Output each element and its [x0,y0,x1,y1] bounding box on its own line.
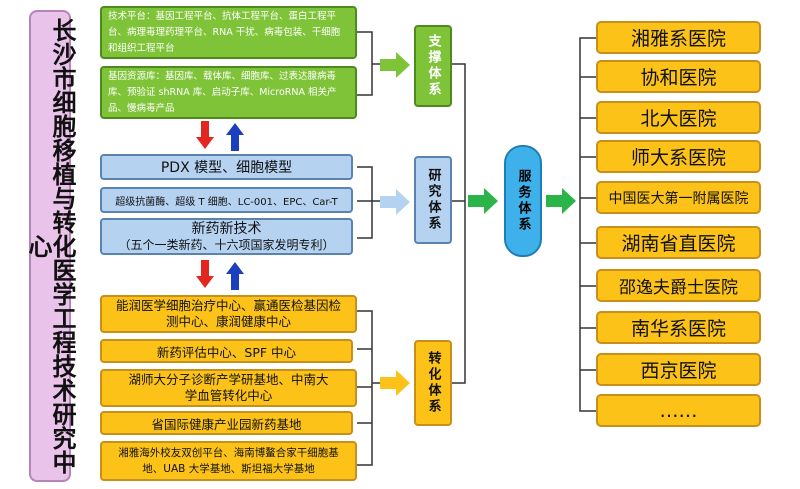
translation-system-label: 转化体系 [425,351,441,415]
hospital-item: 北大医院 [596,101,761,134]
red-down-arrow [196,121,214,149]
hospital-item: 湖南省直医院 [596,226,761,259]
service-system-label: 服务体系 [515,169,531,233]
center-title-box: 长沙市细胞移植与转化医学工程技术研究中心 [24,10,76,482]
research-model-text: PDX 模型、细胞模型 [160,160,293,176]
center-title: 长沙市细胞移植与转化医学工程技术研究中心 [24,18,76,474]
hospital-label: 协和医院 [640,67,717,89]
research-new-drug-note: （五个一类新药、十六项国家发明专利） [118,237,335,252]
support-system-label: 支撑体系 [425,34,441,98]
hospital-label: 南华系医院 [630,318,726,340]
research-product-text: 超级抗菌酶、超级 T 细胞、LC-001、EPC、Car-T [115,196,338,208]
research-new-drug-box: 新药新技术 （五个一类新药、十六项国家发明专利） [100,218,353,255]
translation-base-box: 湖师大分子诊断产学研基地、中南大学血管转化中心 [100,369,357,407]
hospital-label: 湖南省直医院 [621,233,736,255]
research-model-box: PDX 模型、细胞模型 [100,154,353,180]
hospital-item: 南华系医院 [596,311,761,344]
translation-base-text: 湖师大分子诊断产学研基地、中南大学血管转化中心 [128,372,329,403]
hospital-item: 师大系医院 [596,140,761,173]
blue-up-arrow [226,262,244,290]
hospital-label: 师大系医院 [630,147,726,169]
arrow-to-research [380,189,410,215]
research-new-drug-title: 新药新技术 [191,220,262,237]
hospital-label: 西京医院 [640,360,717,382]
translation-evaluation-box: 新药评估中心、SPF 中心 [100,339,353,363]
research-system-label: 研究体系 [425,168,441,232]
hospital-item: 西京医院 [596,353,761,386]
hospital-item: 邵逸夫爵士医院 [596,269,761,302]
service-system-box: 服务体系 [504,145,542,257]
research-product-box: 超级抗菌酶、超级 T 细胞、LC-001、EPC、Car-T [100,187,353,213]
hospital-item: …… [596,394,761,427]
translation-system-label-box: 转化体系 [414,340,452,426]
hospital-item: 中国医大第一附属医院 [596,181,761,214]
translation-center-box: 能润医学细胞治疗中心、赢通医检基因检测中心、康润健康中心 [100,295,357,333]
research-system-label-box: 研究体系 [414,156,452,244]
translation-evaluation-text: 新药评估中心、SPF 中心 [156,344,297,360]
support-system-label-box: 支撑体系 [414,25,452,107]
hospital-item: 湘雅系医院 [596,21,761,54]
hospital-label: …… [659,399,698,422]
support-tech-platform-text: 技术平台：基因工程平台、抗体工程平台、蛋白工程平台、病理毒理药理平台、RNA 干… [108,10,341,54]
support-gene-resource: 基因资源库：基因库、载体库、细胞库、过表达腺病毒库、预验证 shRNA 库、启动… [100,66,357,119]
hospital-label: 邵逸夫爵士医院 [619,278,738,298]
hospital-label: 北大医院 [640,108,717,130]
translation-platform-text: 湘雅海外校友双创平台、海南博鳌合家干细胞基地、UAB 大学基地、斯坦福大学基地 [118,447,339,475]
hospital-label: 中国医大第一附属医院 [608,190,749,207]
translation-park-text: 省国际健康产业园新药基地 [151,416,302,432]
exchange-arrows-bottom [196,260,244,290]
red-down-arrow [196,260,214,288]
arrow-to-support [380,52,410,78]
support-gene-resource-text: 基因资源库：基因库、载体库、细胞库、过表达腺病毒库、预验证 shRNA 库、启动… [108,70,337,114]
hospital-item: 协和医院 [596,60,761,93]
blue-up-arrow [226,123,244,151]
exchange-arrows-top [196,121,244,151]
translation-platform-box: 湘雅海外校友双创平台、海南博鳌合家干细胞基地、UAB 大学基地、斯坦福大学基地 [100,441,357,481]
translation-park-box: 省国际健康产业园新药基地 [100,411,353,435]
hospital-label: 湘雅系医院 [630,28,726,50]
translation-center-text: 能润医学细胞治疗中心、赢通医检基因检测中心、康润健康中心 [116,298,342,329]
support-tech-platform: 技术平台：基因工程平台、抗体工程平台、蛋白工程平台、病理毒理药理平台、RNA 干… [100,6,357,59]
arrow-to-service [468,188,498,214]
arrow-to-translation [380,370,410,396]
arrow-to-hospitals [546,188,576,214]
